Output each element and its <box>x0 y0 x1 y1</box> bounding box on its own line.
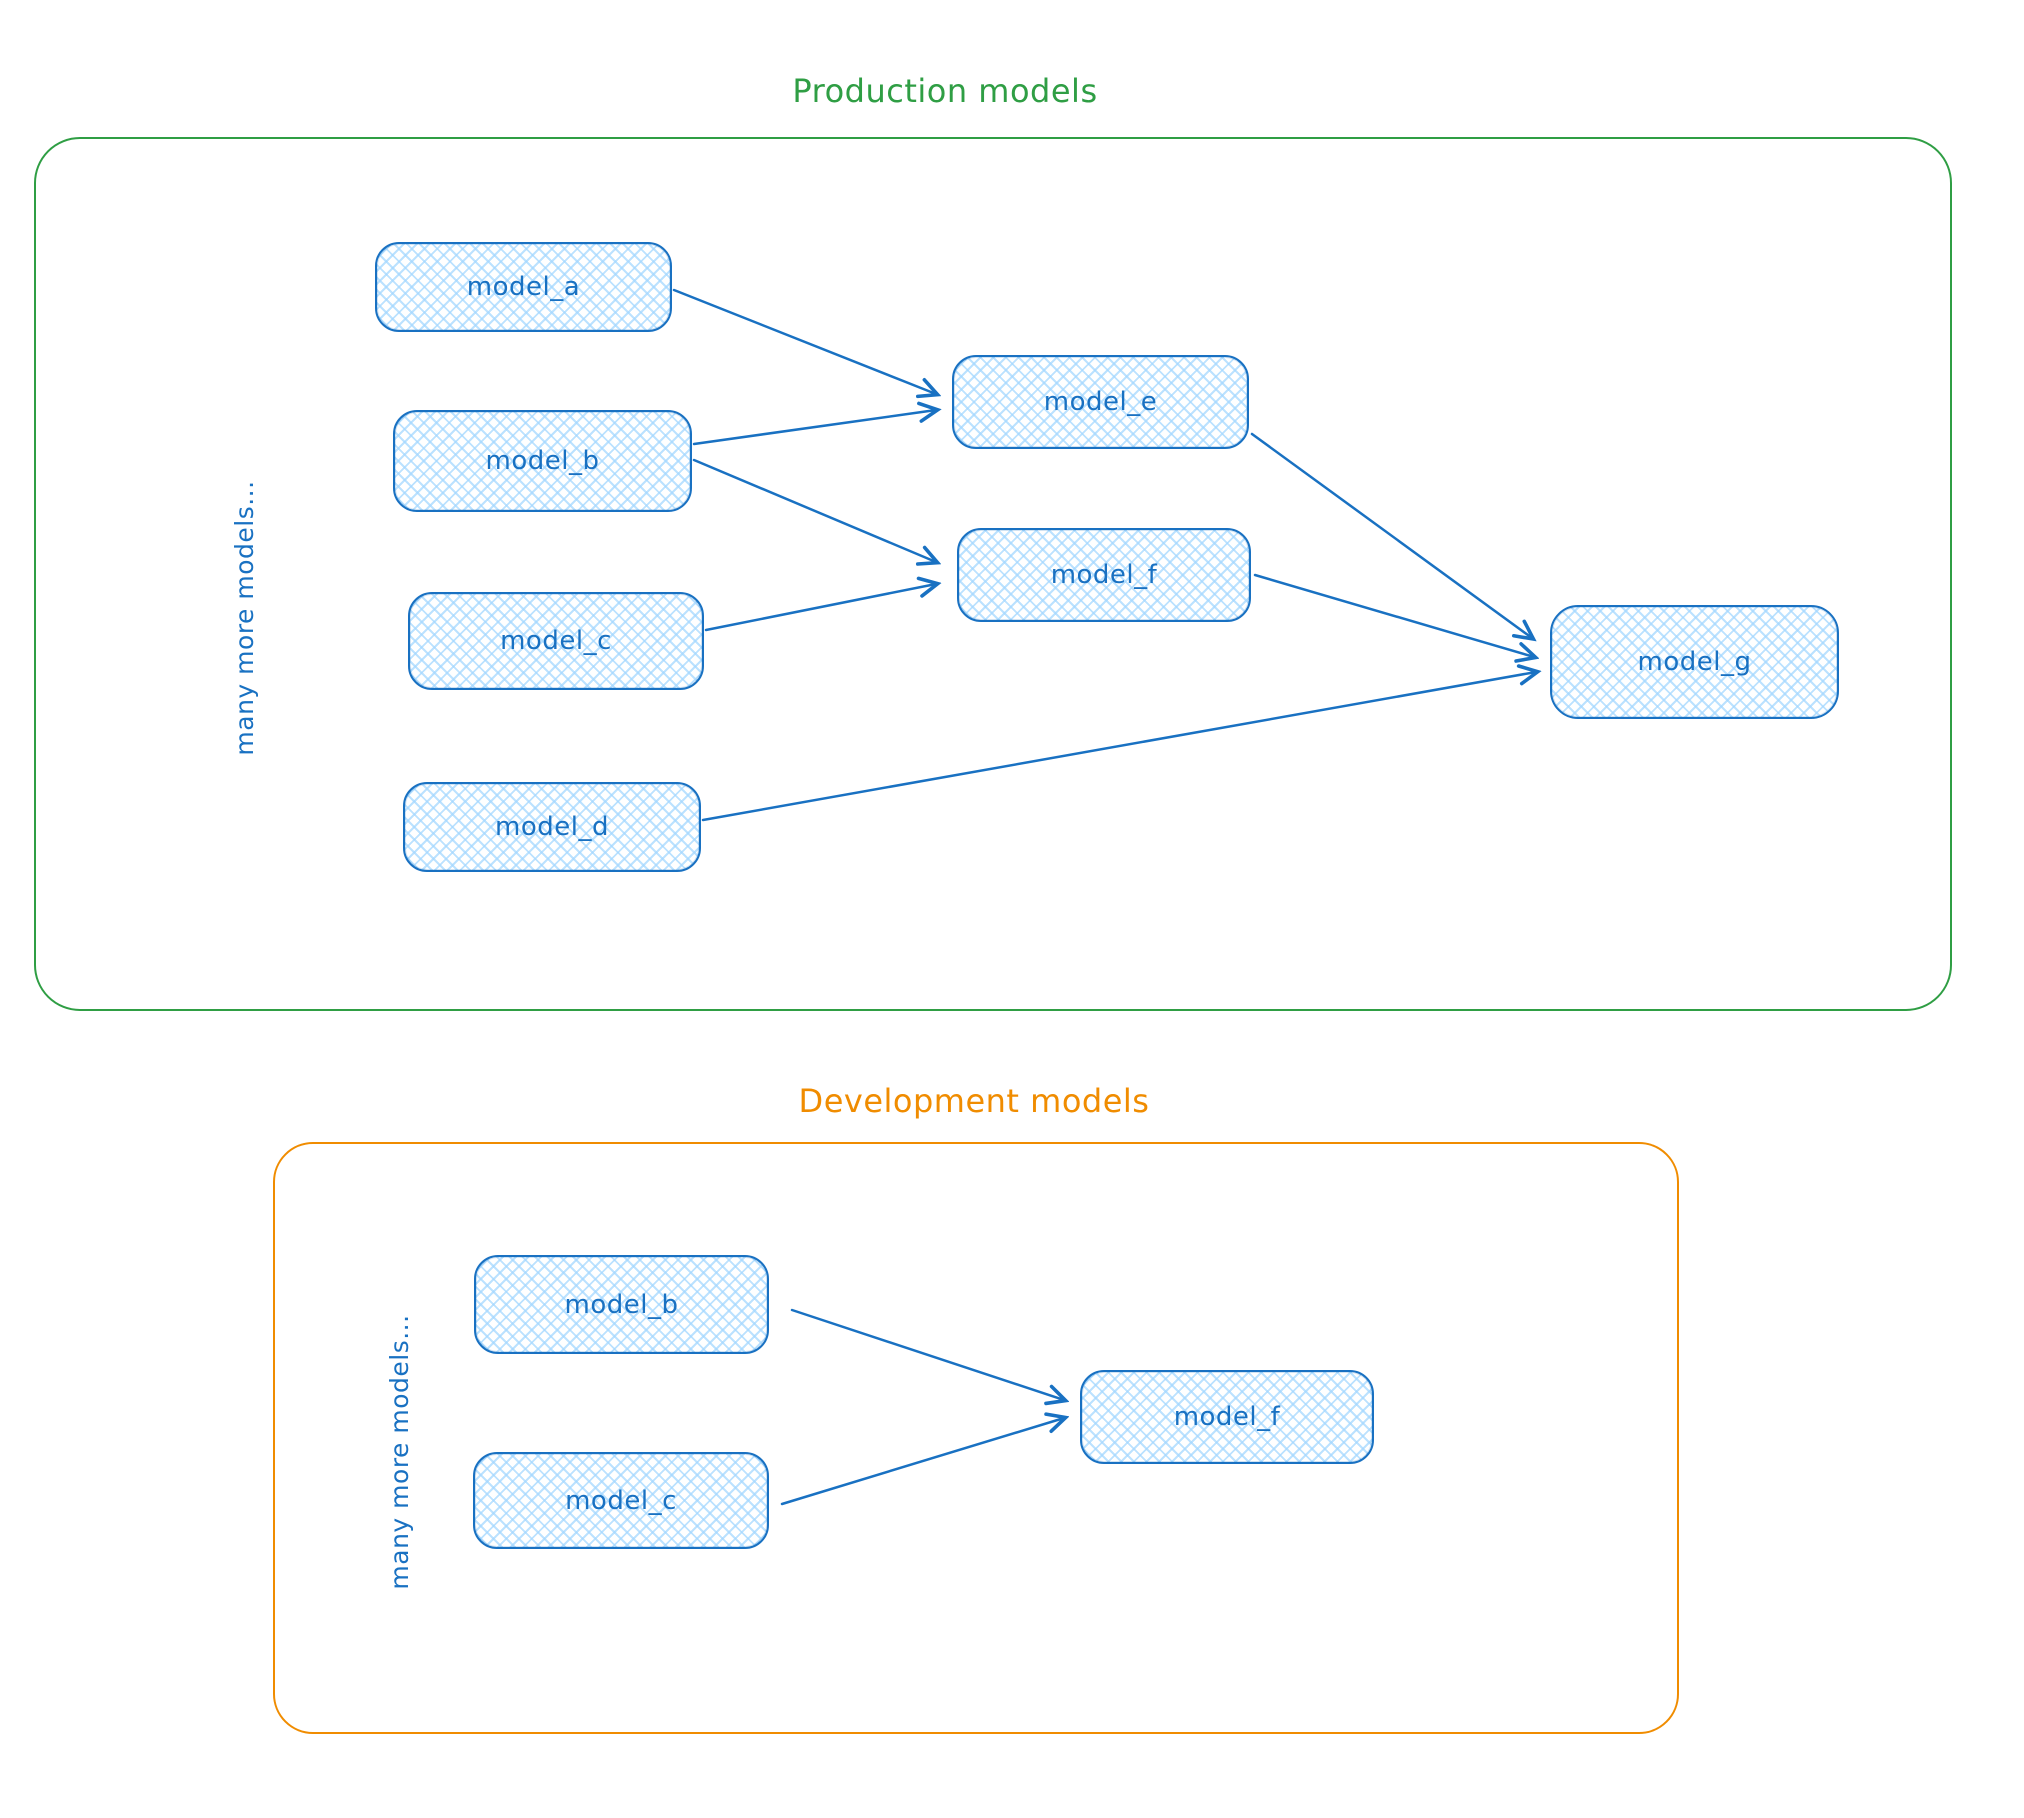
node-model-f-label: model_f <box>1050 560 1158 590</box>
development-side-label: many more models... <box>385 1314 414 1590</box>
node-model-c-label: model_c <box>500 626 612 656</box>
production-section-frame <box>34 137 1952 1011</box>
node-model-g-label: model_g <box>1637 647 1752 677</box>
node-model-b: model_b <box>393 410 692 512</box>
node-model-e-label: model_e <box>1043 387 1158 417</box>
node-dev-model-c: model_c <box>473 1452 769 1549</box>
node-dev-model-f: model_f <box>1080 1370 1374 1464</box>
production-section-title: Production models <box>792 72 1098 110</box>
production-side-label: many more models... <box>230 480 259 756</box>
node-dev-model-b: model_b <box>474 1255 769 1354</box>
node-dev-model-b-label: model_b <box>564 1289 679 1320</box>
node-model-g: model_g <box>1550 605 1839 719</box>
node-model-e: model_e <box>952 355 1249 449</box>
development-section-title: Development models <box>798 1082 1150 1120</box>
node-model-d: model_d <box>403 782 701 872</box>
development-section-frame <box>273 1142 1679 1734</box>
node-model-f: model_f <box>957 528 1251 622</box>
node-model-a: model_a <box>375 242 672 332</box>
node-dev-model-c-label: model_c <box>565 1485 677 1516</box>
node-model-d-label: model_d <box>495 812 609 842</box>
node-model-a-label: model_a <box>466 272 581 302</box>
node-model-b-label: model_b <box>485 446 600 476</box>
node-dev-model-f-label: model_f <box>1173 1402 1281 1432</box>
node-model-c: model_c <box>408 592 704 690</box>
